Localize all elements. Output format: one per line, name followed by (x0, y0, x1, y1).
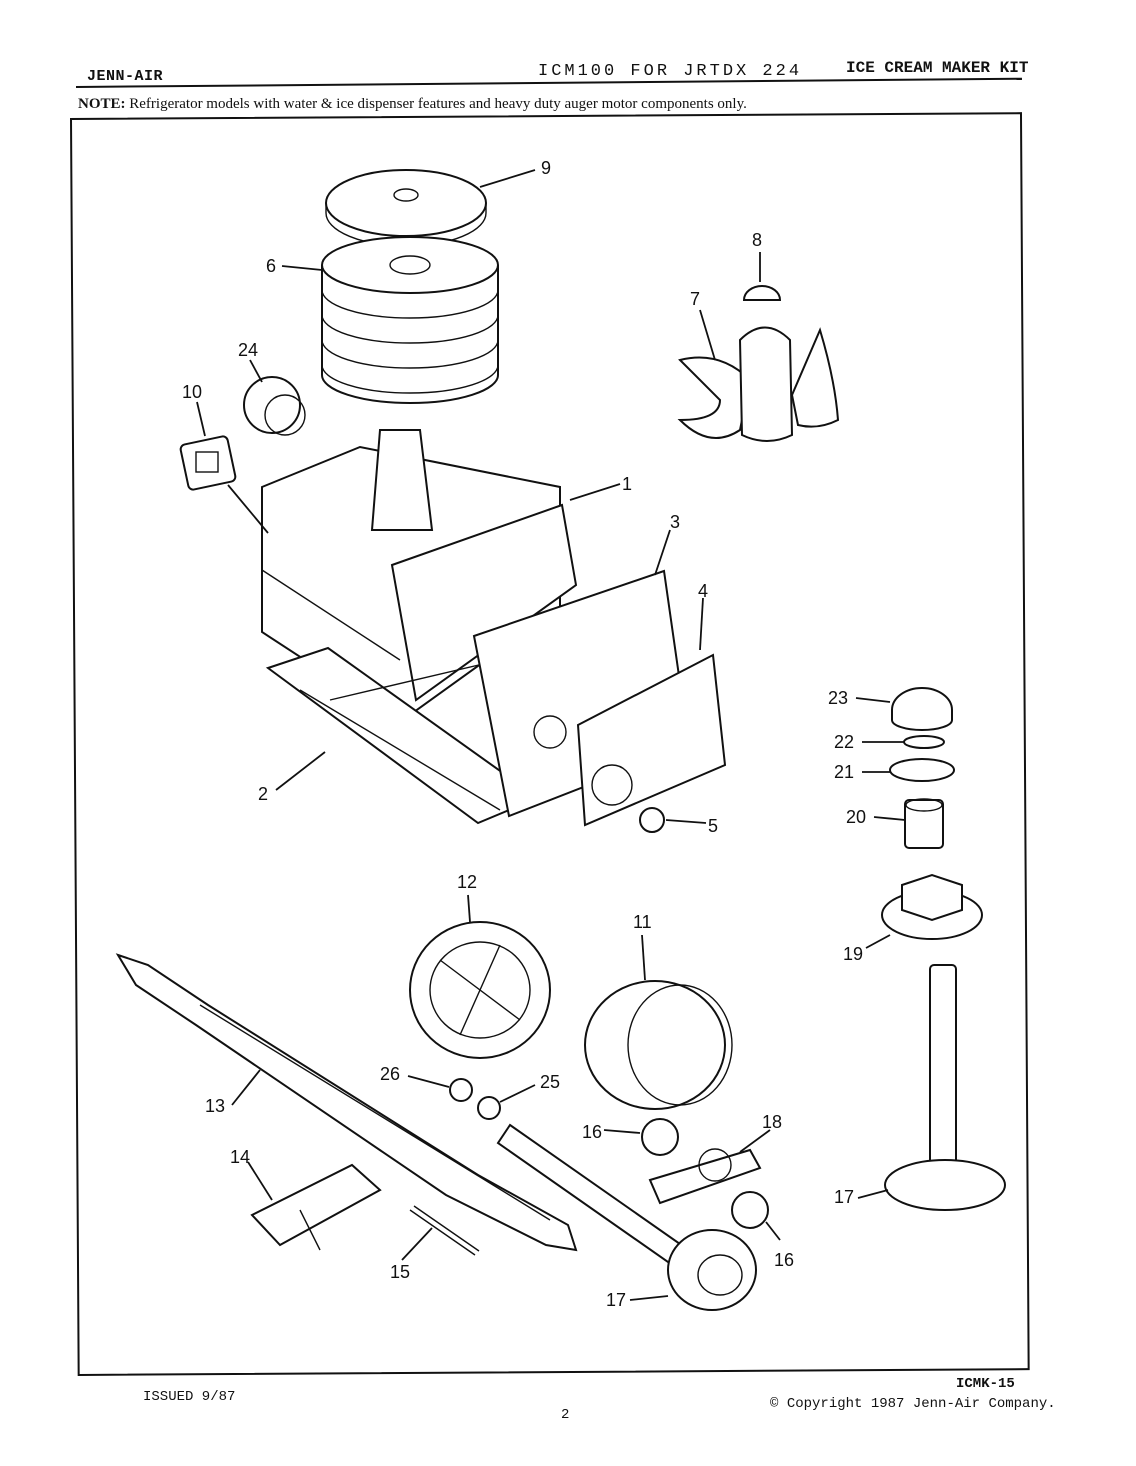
callout-3: 3 (670, 512, 680, 532)
part-7-dasher (677, 326, 840, 442)
issued-date: ISSUED 9/87 (143, 1389, 236, 1405)
callout-5: 5 (708, 816, 718, 836)
callout-6: 6 (266, 256, 276, 276)
callout-26: 26 (380, 1064, 400, 1084)
callout-10: 10 (182, 382, 202, 402)
note-label: NOTE: (78, 96, 126, 112)
callout-13: 13 (205, 1096, 225, 1116)
part-10-switch (179, 435, 237, 491)
callout-23: 23 (828, 688, 848, 708)
callout-16: 16 (582, 1122, 602, 1142)
part-23-cap (891, 687, 953, 731)
callout-12: 12 (457, 872, 477, 892)
part-4-plate (576, 653, 727, 827)
leader-lines (196, 169, 906, 1301)
callout-18: 18 (762, 1112, 782, 1132)
part-24-knob (243, 376, 306, 436)
part-9-lid (325, 169, 487, 247)
callout-20: 20 (846, 807, 866, 827)
callout-1: 1 (622, 474, 632, 494)
page-number: 2 (561, 1407, 570, 1423)
callout-25: 25 (540, 1072, 560, 1092)
document-code: ICMK-15 (956, 1376, 1015, 1392)
part-19-gear-hub (881, 873, 983, 940)
callout-19: 19 (843, 944, 863, 964)
copyright-symbol: © (770, 1396, 779, 1412)
copyright-line: © Copyright 1987 Jenn-Air Company. (770, 1396, 1056, 1412)
part-18-bracket (648, 1148, 762, 1205)
part-17-shaft-gear (884, 964, 1006, 1211)
callout-14: 14 (230, 1147, 250, 1167)
note-text: Refrigerator models with water & ice dis… (129, 96, 747, 112)
part-21-washer (889, 758, 955, 782)
note: NOTE: Refrigerator models with water & i… (78, 96, 747, 113)
callout-15: 15 (390, 1262, 410, 1282)
part-15-spring (409, 1205, 480, 1256)
callout-9: 9 (541, 158, 551, 178)
part-25-washer (477, 1096, 501, 1120)
model-label: ICM100 FOR JRTDX 224 (538, 62, 803, 81)
callout-17: 17 (606, 1290, 626, 1310)
callout-11: 11 (633, 912, 652, 932)
part-26-nut (449, 1078, 473, 1102)
callout-4: 4 (698, 581, 708, 601)
callout-21: 21 (834, 762, 854, 782)
callout-17: 17 (834, 1187, 854, 1207)
part-5-screw (639, 807, 665, 833)
part-13-blade (115, 953, 578, 1252)
callout-16: 16 (774, 1250, 794, 1270)
brand-label: JENN-AIR (87, 68, 164, 85)
callout-labels: 9 8 6 7 24 10 1 3 4 23 22 21 2 5 20 12 1… (182, 158, 866, 1310)
part-8-cap (742, 285, 782, 301)
part-16-bearing-a (641, 1118, 679, 1156)
copyright-text: Copyright 1987 Jenn-Air Company. (786, 1396, 1056, 1412)
part-17-lower-shaft (496, 1123, 757, 1311)
part-14-bracket (250, 1163, 382, 1251)
callout-8: 8 (752, 230, 762, 250)
callout-22: 22 (834, 732, 854, 752)
part-12-ring (409, 921, 551, 1059)
part-20-bushing (904, 798, 944, 849)
part-11-drum (584, 980, 733, 1110)
kit-title: ICE CREAM MAKER KIT (846, 59, 1029, 77)
callout-7: 7 (690, 289, 700, 309)
callout-24: 24 (238, 340, 258, 360)
part-22-clip (903, 735, 945, 749)
part-16-bearing-b (731, 1191, 769, 1229)
callout-2: 2 (258, 784, 268, 804)
part-6-tub (321, 236, 499, 404)
